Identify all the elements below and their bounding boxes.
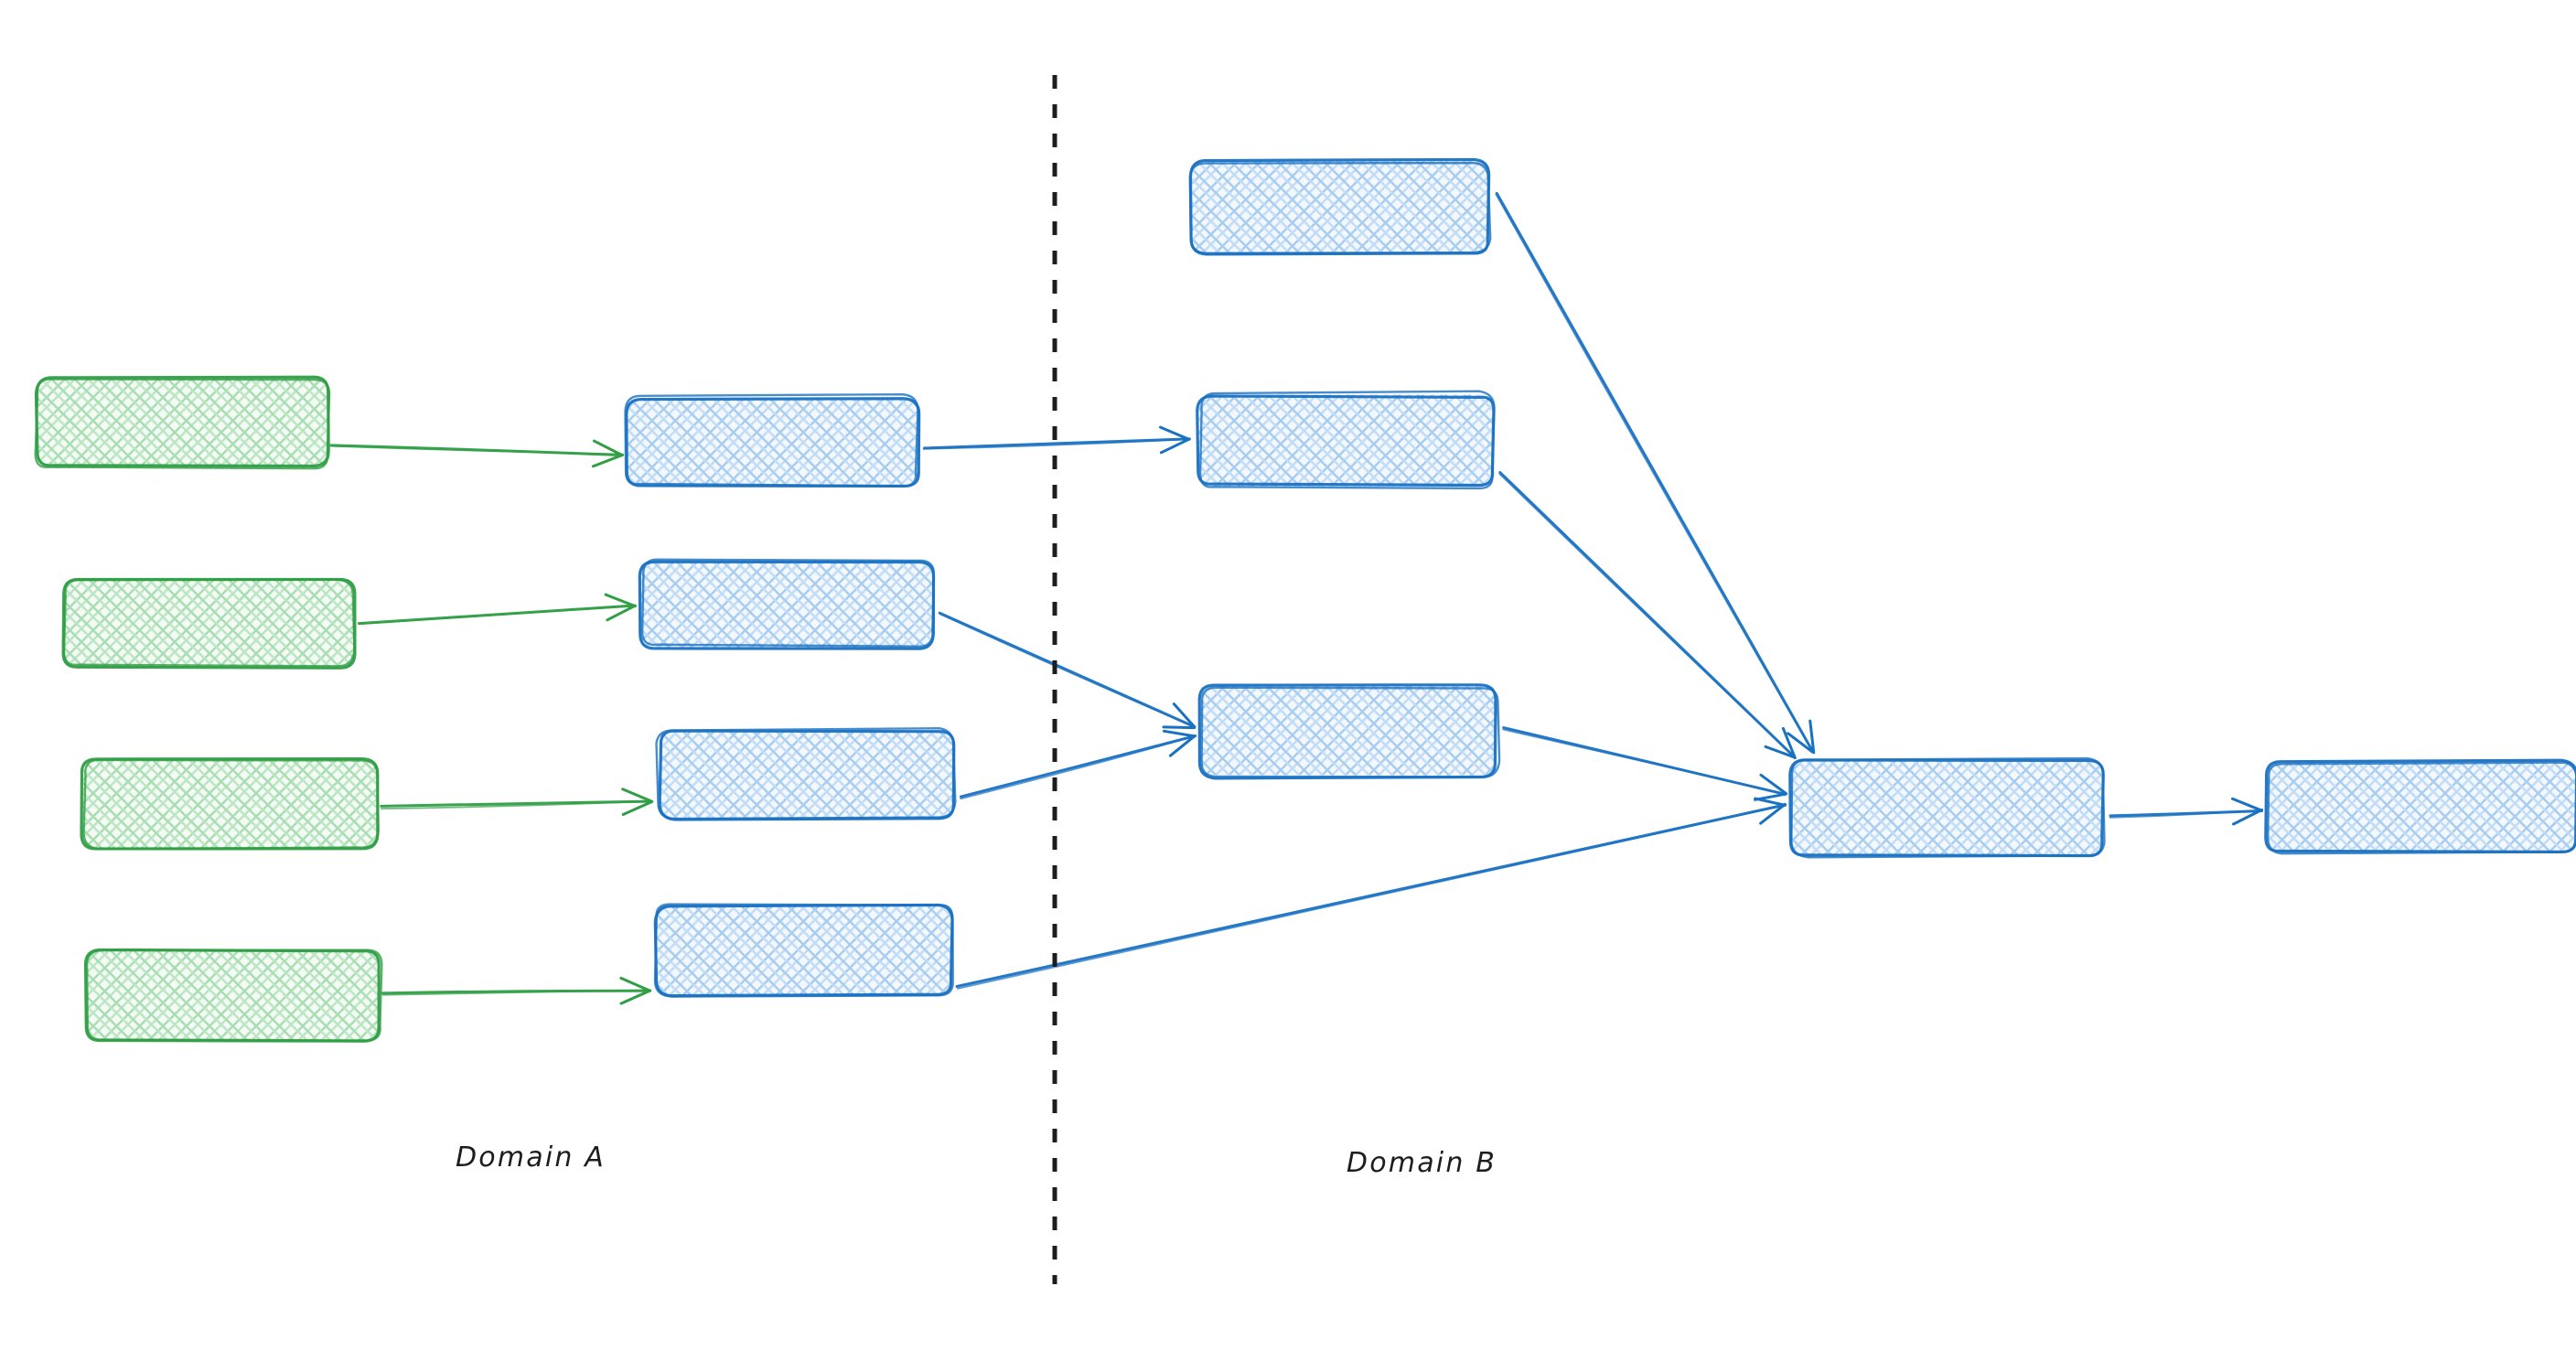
node-outline bbox=[61, 577, 357, 670]
node-e1[interactable] bbox=[2264, 758, 2576, 855]
edge-arrowhead bbox=[604, 593, 637, 608]
edge-shaft bbox=[381, 989, 650, 996]
edge-arrowhead bbox=[1781, 726, 1797, 760]
node-outline-sketch bbox=[1200, 686, 1501, 778]
node-a4[interactable] bbox=[83, 948, 383, 1043]
edge-shaft bbox=[1502, 728, 1787, 795]
node-a3[interactable] bbox=[80, 757, 380, 851]
node-fill bbox=[639, 560, 934, 649]
node-outline-sketch bbox=[1188, 161, 1492, 255]
node-fill bbox=[2266, 761, 2576, 852]
edge-arrowhead bbox=[621, 788, 654, 803]
edge-arrowhead bbox=[621, 799, 654, 816]
edge-arrowhead bbox=[2230, 797, 2263, 812]
node-a2[interactable] bbox=[61, 577, 357, 670]
edge-shaft bbox=[358, 605, 636, 626]
edge-shaft bbox=[923, 437, 1191, 450]
node-b3[interactable] bbox=[655, 727, 957, 821]
domain-label-2: Domain B bbox=[1347, 1147, 1497, 1179]
node-layer bbox=[34, 157, 2576, 1043]
edge-arrowhead bbox=[592, 439, 624, 456]
node-outline-sketch bbox=[1790, 756, 2106, 859]
edge-arrowhead bbox=[1172, 702, 1197, 729]
edge-arrowhead bbox=[591, 453, 625, 468]
edge-arrowhead bbox=[606, 604, 637, 622]
label-layer: Domain A Domain B bbox=[456, 1142, 1497, 1179]
node-outline-sketch bbox=[655, 727, 957, 820]
edge-shaft bbox=[331, 445, 623, 456]
edge-shaft bbox=[380, 799, 653, 810]
node-outline-sketch bbox=[34, 378, 331, 470]
edge-e-a3-b3 bbox=[380, 788, 654, 816]
node-b2[interactable] bbox=[638, 558, 936, 650]
node-outline bbox=[638, 560, 936, 650]
edge-e-b1-c2 bbox=[922, 425, 1191, 455]
edge-e-a2-b2 bbox=[357, 593, 637, 626]
node-b4[interactable] bbox=[653, 903, 954, 998]
node-outline-sketch bbox=[2266, 761, 2576, 855]
edge-e-b2-c3 bbox=[938, 611, 1197, 730]
edge-shaft bbox=[1495, 191, 1815, 754]
node-a1[interactable] bbox=[34, 375, 331, 470]
edge-arrowhead bbox=[1162, 725, 1196, 730]
node-fill bbox=[1198, 394, 1494, 487]
domain-label-1: Domain A bbox=[456, 1142, 606, 1174]
edge-e-c3-d1 bbox=[1502, 726, 1788, 801]
edge-arrowhead bbox=[1809, 719, 1816, 755]
node-outline bbox=[1196, 394, 1496, 488]
node-fill bbox=[37, 377, 330, 468]
edge-arrowhead bbox=[1787, 732, 1814, 754]
edge-shaft bbox=[959, 734, 1197, 799]
node-b1[interactable] bbox=[624, 392, 921, 488]
edge-arrowhead bbox=[1764, 745, 1796, 759]
node-outline-sketch bbox=[62, 578, 356, 668]
node-fill bbox=[1191, 161, 1488, 252]
edge-shaft bbox=[939, 613, 1197, 728]
edge-e-b3-c3 bbox=[959, 729, 1197, 800]
node-c2[interactable] bbox=[1196, 390, 1496, 490]
node-fill bbox=[1790, 760, 2102, 857]
edge-e-b4-d1 bbox=[955, 797, 1787, 990]
edge-layer bbox=[328, 191, 2264, 1005]
edge-arrowhead bbox=[1759, 802, 1787, 825]
edge-shaft bbox=[956, 804, 1787, 990]
edge-arrowhead bbox=[1159, 425, 1191, 441]
node-fill bbox=[64, 578, 356, 669]
edge-e-a4-b4 bbox=[381, 976, 652, 1005]
edge-arrowhead bbox=[619, 976, 652, 992]
edge-shaft bbox=[960, 734, 1197, 800]
edge-arrowhead bbox=[1754, 792, 1787, 801]
edge-shaft bbox=[2109, 809, 2262, 819]
edge-e-d1-e1 bbox=[2109, 797, 2264, 826]
node-outline-sketch bbox=[82, 758, 380, 851]
edge-arrowhead bbox=[619, 989, 652, 1005]
node-outline-sketch bbox=[85, 949, 383, 1042]
node-fill bbox=[1199, 685, 1497, 776]
node-fill bbox=[659, 731, 954, 820]
edge-e-a1-b1 bbox=[328, 439, 625, 468]
node-outline-sketch bbox=[640, 558, 936, 648]
node-d1[interactable] bbox=[1788, 756, 2106, 859]
edge-arrowhead bbox=[1759, 773, 1788, 796]
node-fill bbox=[87, 950, 381, 1041]
edge-arrowhead bbox=[2231, 808, 2264, 826]
edge-e-c2-d1 bbox=[1498, 471, 1797, 760]
node-fill bbox=[628, 397, 919, 488]
node-c1[interactable] bbox=[1188, 157, 1492, 256]
edge-shaft bbox=[922, 438, 1191, 450]
edge-shaft bbox=[1495, 193, 1814, 754]
node-outline-sketch bbox=[653, 903, 954, 998]
edge-arrowhead bbox=[1159, 437, 1191, 455]
node-fill bbox=[81, 758, 378, 849]
edge-shaft bbox=[1498, 473, 1797, 759]
edge-e-c1-d1 bbox=[1495, 191, 1816, 755]
edge-arrowhead bbox=[1162, 729, 1197, 738]
node-fill bbox=[655, 905, 951, 996]
node-outline-sketch bbox=[1198, 390, 1496, 490]
node-c3[interactable] bbox=[1197, 683, 1501, 780]
edge-arrowhead bbox=[1168, 734, 1197, 757]
node-outline-sketch bbox=[624, 392, 919, 488]
